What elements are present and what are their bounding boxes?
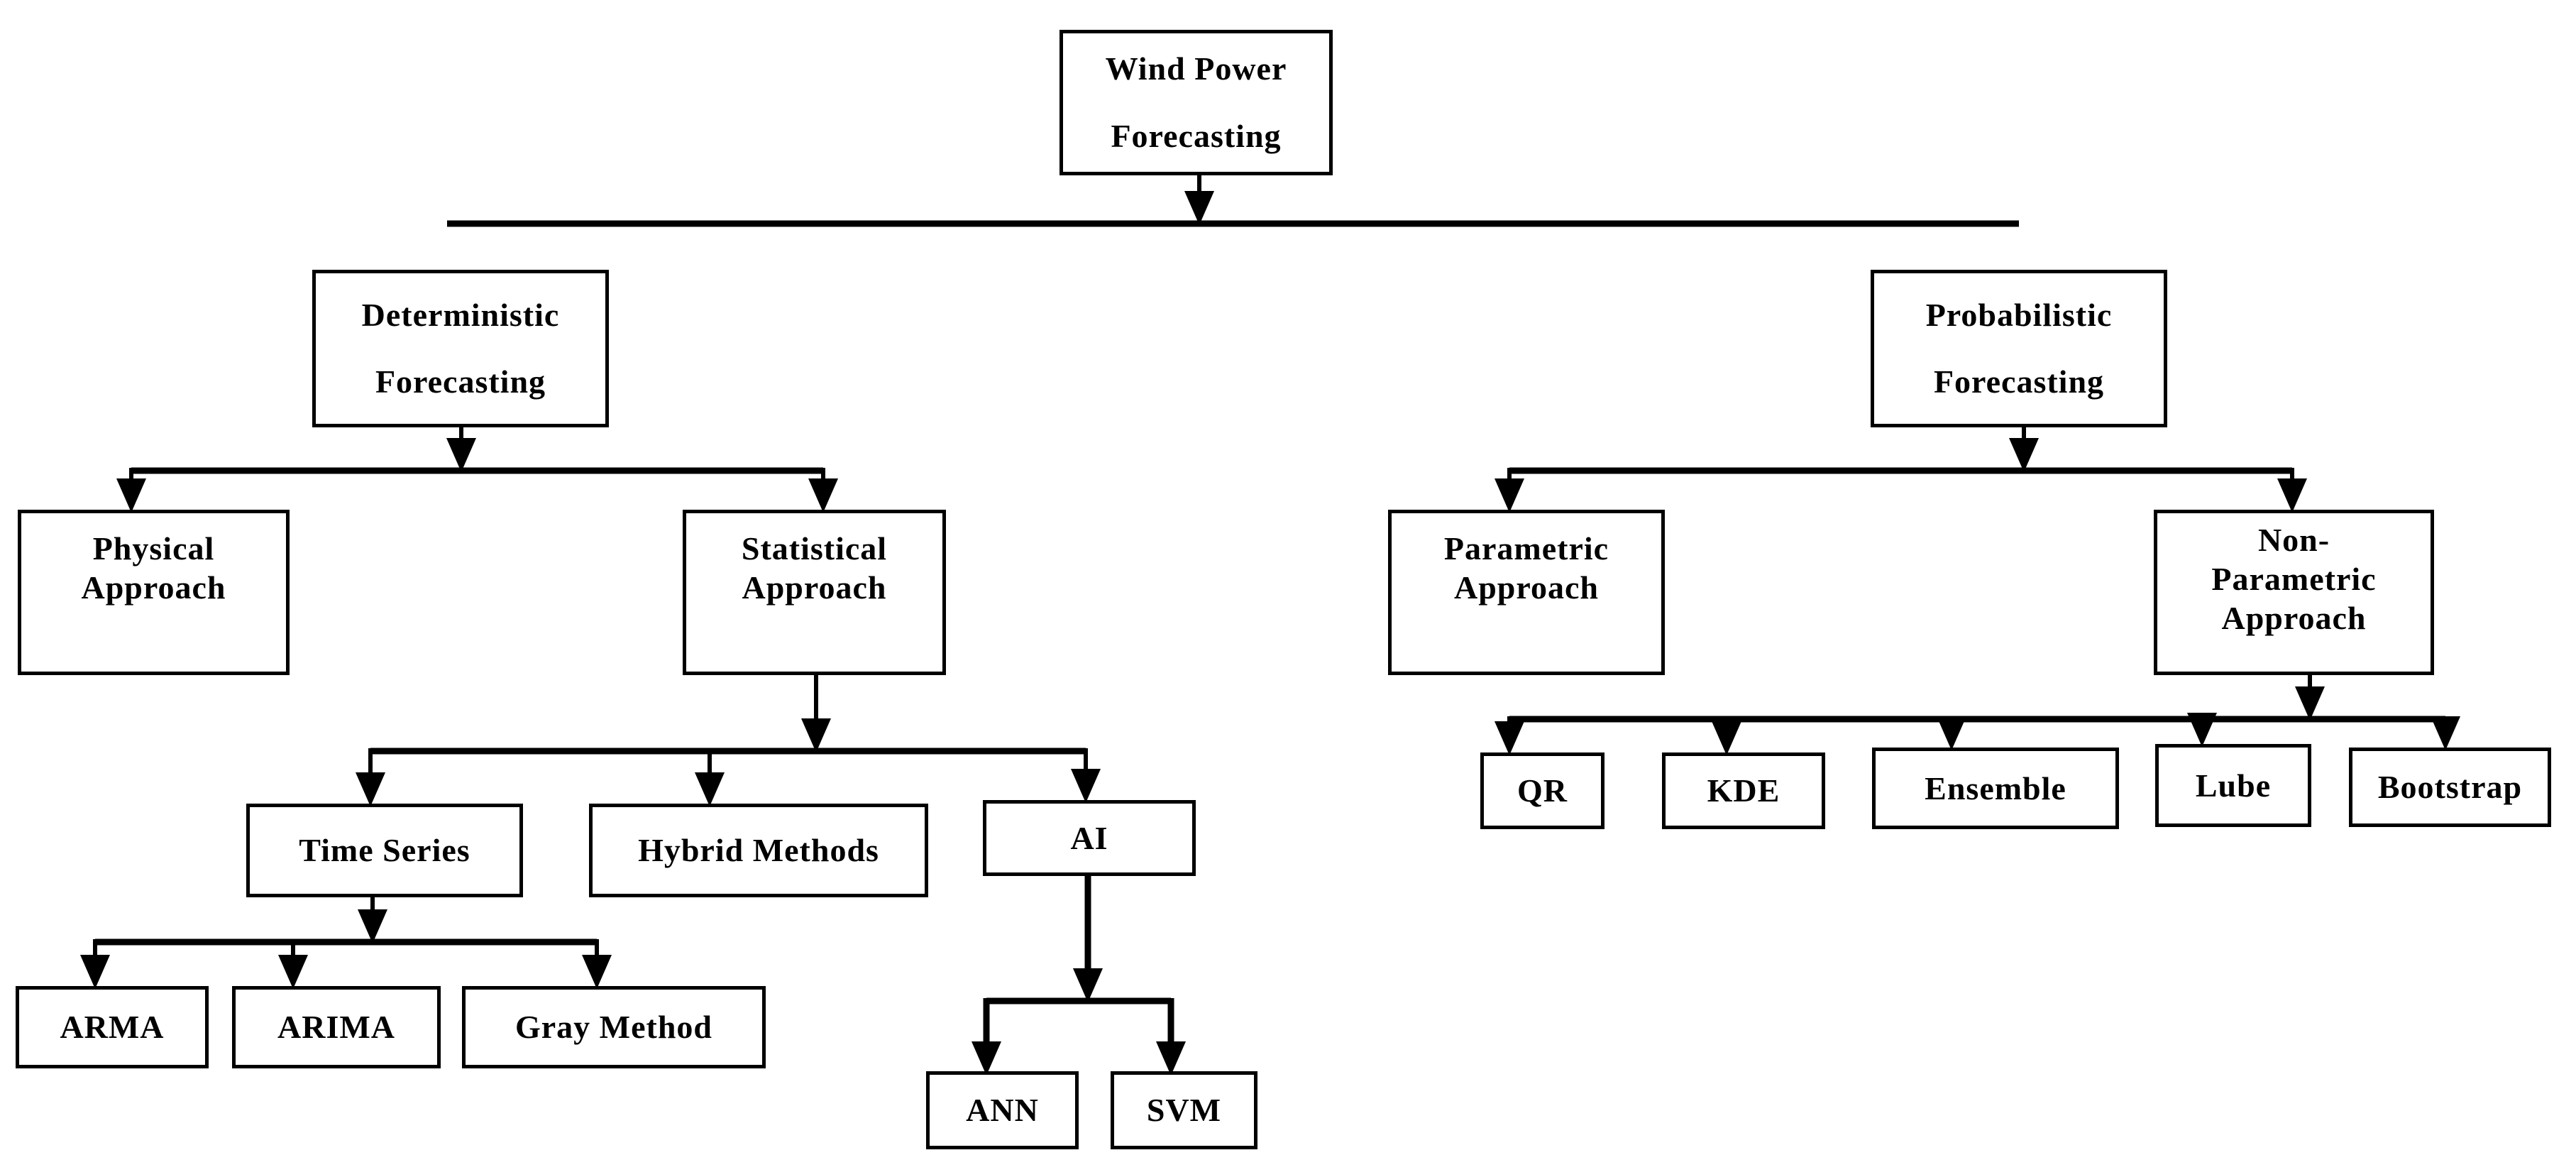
node-label: ANN <box>966 1092 1039 1129</box>
node-kde: KDE <box>1662 752 1825 829</box>
node-label: Non- Parametric Approach <box>2211 522 2377 637</box>
node-arma: ARMA <box>16 986 209 1068</box>
node-svm: SVM <box>1111 1071 1257 1149</box>
node-ai: AI <box>983 800 1196 876</box>
node-label: Lube <box>2195 767 2272 804</box>
node-label: ARMA <box>60 1009 165 1046</box>
node-label: Deterministic Forecasting <box>361 296 560 400</box>
node-label: Ensemble <box>1925 770 2066 806</box>
node-physical-approach: Physical Approach <box>18 510 290 675</box>
node-gray-method: Gray Method <box>462 986 766 1068</box>
node-hybrid-methods: Hybrid Methods <box>589 804 928 897</box>
node-ann: ANN <box>926 1071 1079 1149</box>
node-label: Probabilistic Forecasting <box>1925 296 2113 400</box>
node-label: Physical Approach <box>81 530 226 606</box>
node-label: Parametric Approach <box>1443 530 1609 606</box>
node-label: Wind Power Forecasting <box>1105 50 1287 154</box>
bus-lines <box>95 220 2445 946</box>
node-time-series: Time Series <box>246 804 523 897</box>
node-label: AI <box>1070 819 1108 856</box>
node-label: Gray Method <box>514 1009 712 1046</box>
node-qr: QR <box>1480 752 1605 829</box>
node-non-parametric-approach: Non- Parametric Approach <box>2154 510 2434 675</box>
node-label: Hybrid Methods <box>638 832 879 869</box>
node-label: Time Series <box>299 832 470 869</box>
node-arima: ARIMA <box>232 986 441 1068</box>
node-label: QR <box>1517 772 1568 809</box>
node-label: SVM <box>1146 1092 1222 1129</box>
node-lube: Lube <box>2155 744 2311 827</box>
node-label: Bootstrap <box>2377 769 2523 806</box>
node-statistical-approach: Statistical Approach <box>683 510 946 675</box>
node-label: ARIMA <box>277 1009 395 1046</box>
node-deterministic-forecasting: Deterministic Forecasting <box>312 270 609 427</box>
node-bootstrap: Bootstrap <box>2349 748 2551 827</box>
node-label: Statistical Approach <box>741 530 888 606</box>
node-wind-power-forecasting: Wind Power Forecasting <box>1059 30 1333 175</box>
stem-lines <box>370 175 2312 915</box>
node-ensemble: Ensemble <box>1872 748 2119 829</box>
ai-drop-lines <box>983 998 1174 1047</box>
node-label: KDE <box>1707 772 1780 809</box>
node-probabilistic-forecasting: Probabilistic Forecasting <box>1871 270 2167 427</box>
node-parametric-approach: Parametric Approach <box>1388 510 1665 675</box>
